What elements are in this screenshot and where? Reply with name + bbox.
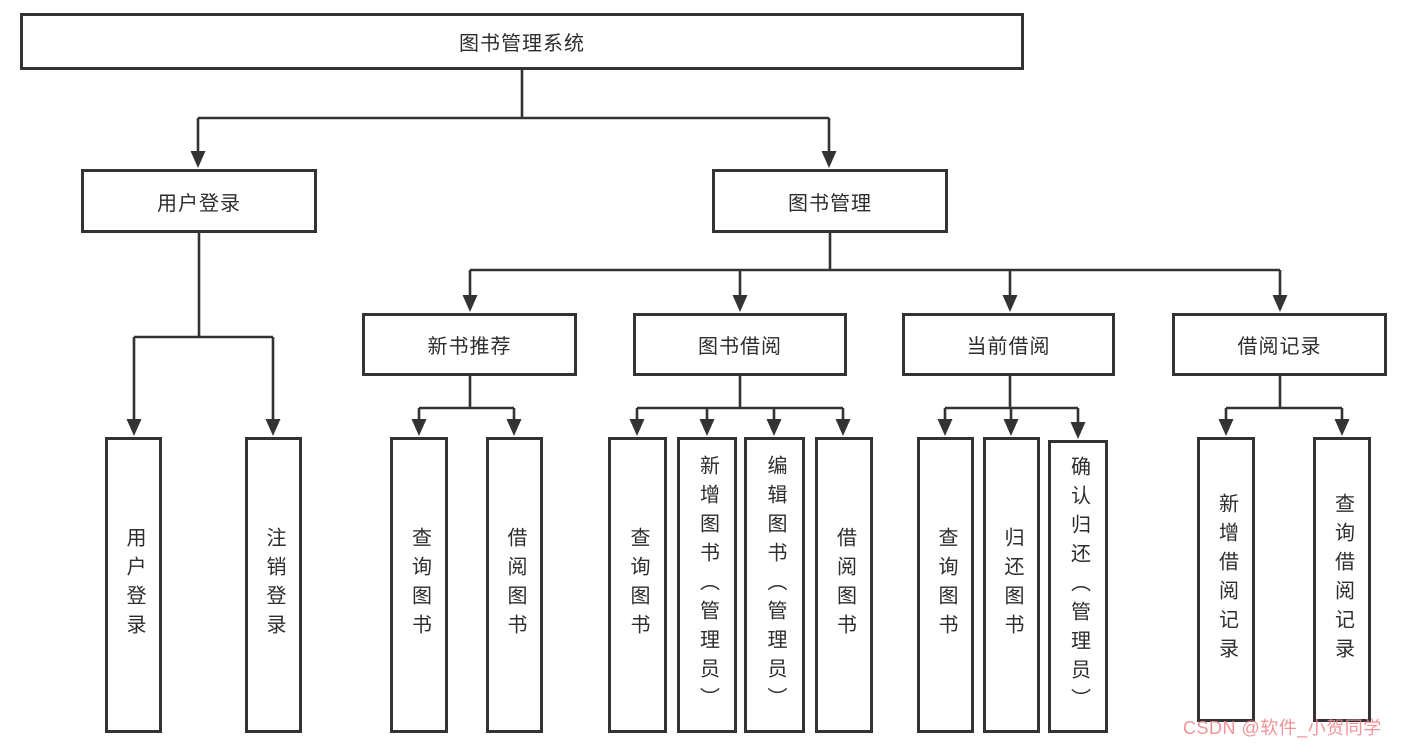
node-book-management: 图书管理 xyxy=(712,169,948,233)
leaf-query-borrow-record: 查询借阅记录 xyxy=(1313,437,1371,722)
leaf-confirm-return-admin: 确认归还（管理员） xyxy=(1048,440,1108,733)
leaf-query-borrow-record-label: 查询借阅记录 xyxy=(1331,492,1354,667)
node-user-login: 用户登录 xyxy=(81,169,317,233)
leaf-query-books-recommend-label: 查询图书 xyxy=(408,527,431,643)
leaf-return-books: 归还图书 xyxy=(983,437,1040,733)
leaf-add-borrow-record: 新增借阅记录 xyxy=(1197,437,1255,722)
leaf-borrow-books-recommend: 借阅图书 xyxy=(486,437,543,733)
leaf-logout-label: 注销登录 xyxy=(263,527,285,643)
leaf-edit-books-admin-label: 编辑图书（管理员） xyxy=(764,454,786,716)
node-book-management-label: 图书管理 xyxy=(788,192,872,215)
leaf-add-books-admin-label: 新增图书（管理员） xyxy=(696,454,719,716)
node-library-system: 图书管理系统 xyxy=(20,13,1024,70)
csdn-watermark: CSDN @软件_小贺同学 xyxy=(1183,718,1382,738)
leaf-user-login: 用户登录 xyxy=(105,437,162,733)
leaf-add-books-admin: 新增图书（管理员） xyxy=(677,437,737,733)
leaf-borrow-books-label: 借阅图书 xyxy=(833,527,856,643)
node-borrow-records-label: 借阅记录 xyxy=(1237,336,1322,358)
node-new-book-recommend-label: 新书推荐 xyxy=(427,336,512,358)
leaf-borrow-books: 借阅图书 xyxy=(815,437,873,733)
arrowheads xyxy=(126,151,1350,439)
leaf-edit-books-admin: 编辑图书（管理员） xyxy=(744,437,805,733)
leaf-query-books-current: 查询图书 xyxy=(917,437,974,733)
node-new-book-recommend: 新书推荐 xyxy=(362,313,577,376)
leaf-query-books-borrowing: 查询图书 xyxy=(608,437,667,733)
leaf-query-books-recommend: 查询图书 xyxy=(390,437,448,733)
node-borrow-records: 借阅记录 xyxy=(1172,313,1387,376)
node-user-login-label: 用户登录 xyxy=(157,192,241,215)
node-library-system-label: 图书管理系统 xyxy=(459,33,585,55)
leaf-return-books-label: 归还图书 xyxy=(1001,527,1023,643)
leaf-borrow-books-recommend-label: 借阅图书 xyxy=(504,527,526,643)
connector-segments xyxy=(132,70,1344,424)
node-book-borrowing: 图书借阅 xyxy=(633,313,847,376)
leaf-user-login-label: 用户登录 xyxy=(123,527,145,643)
node-current-borrowing: 当前借阅 xyxy=(902,313,1115,376)
leaf-logout: 注销登录 xyxy=(245,437,302,733)
leaf-add-borrow-record-label: 新增借阅记录 xyxy=(1215,492,1238,667)
node-book-borrowing-label: 图书借阅 xyxy=(698,336,782,358)
leaf-confirm-return-admin-label: 确认归还（管理员） xyxy=(1067,456,1090,717)
leaf-query-books-borrowing-label: 查询图书 xyxy=(627,527,649,643)
node-current-borrowing-label: 当前借阅 xyxy=(966,336,1051,358)
leaf-query-books-current-label: 查询图书 xyxy=(935,527,957,643)
